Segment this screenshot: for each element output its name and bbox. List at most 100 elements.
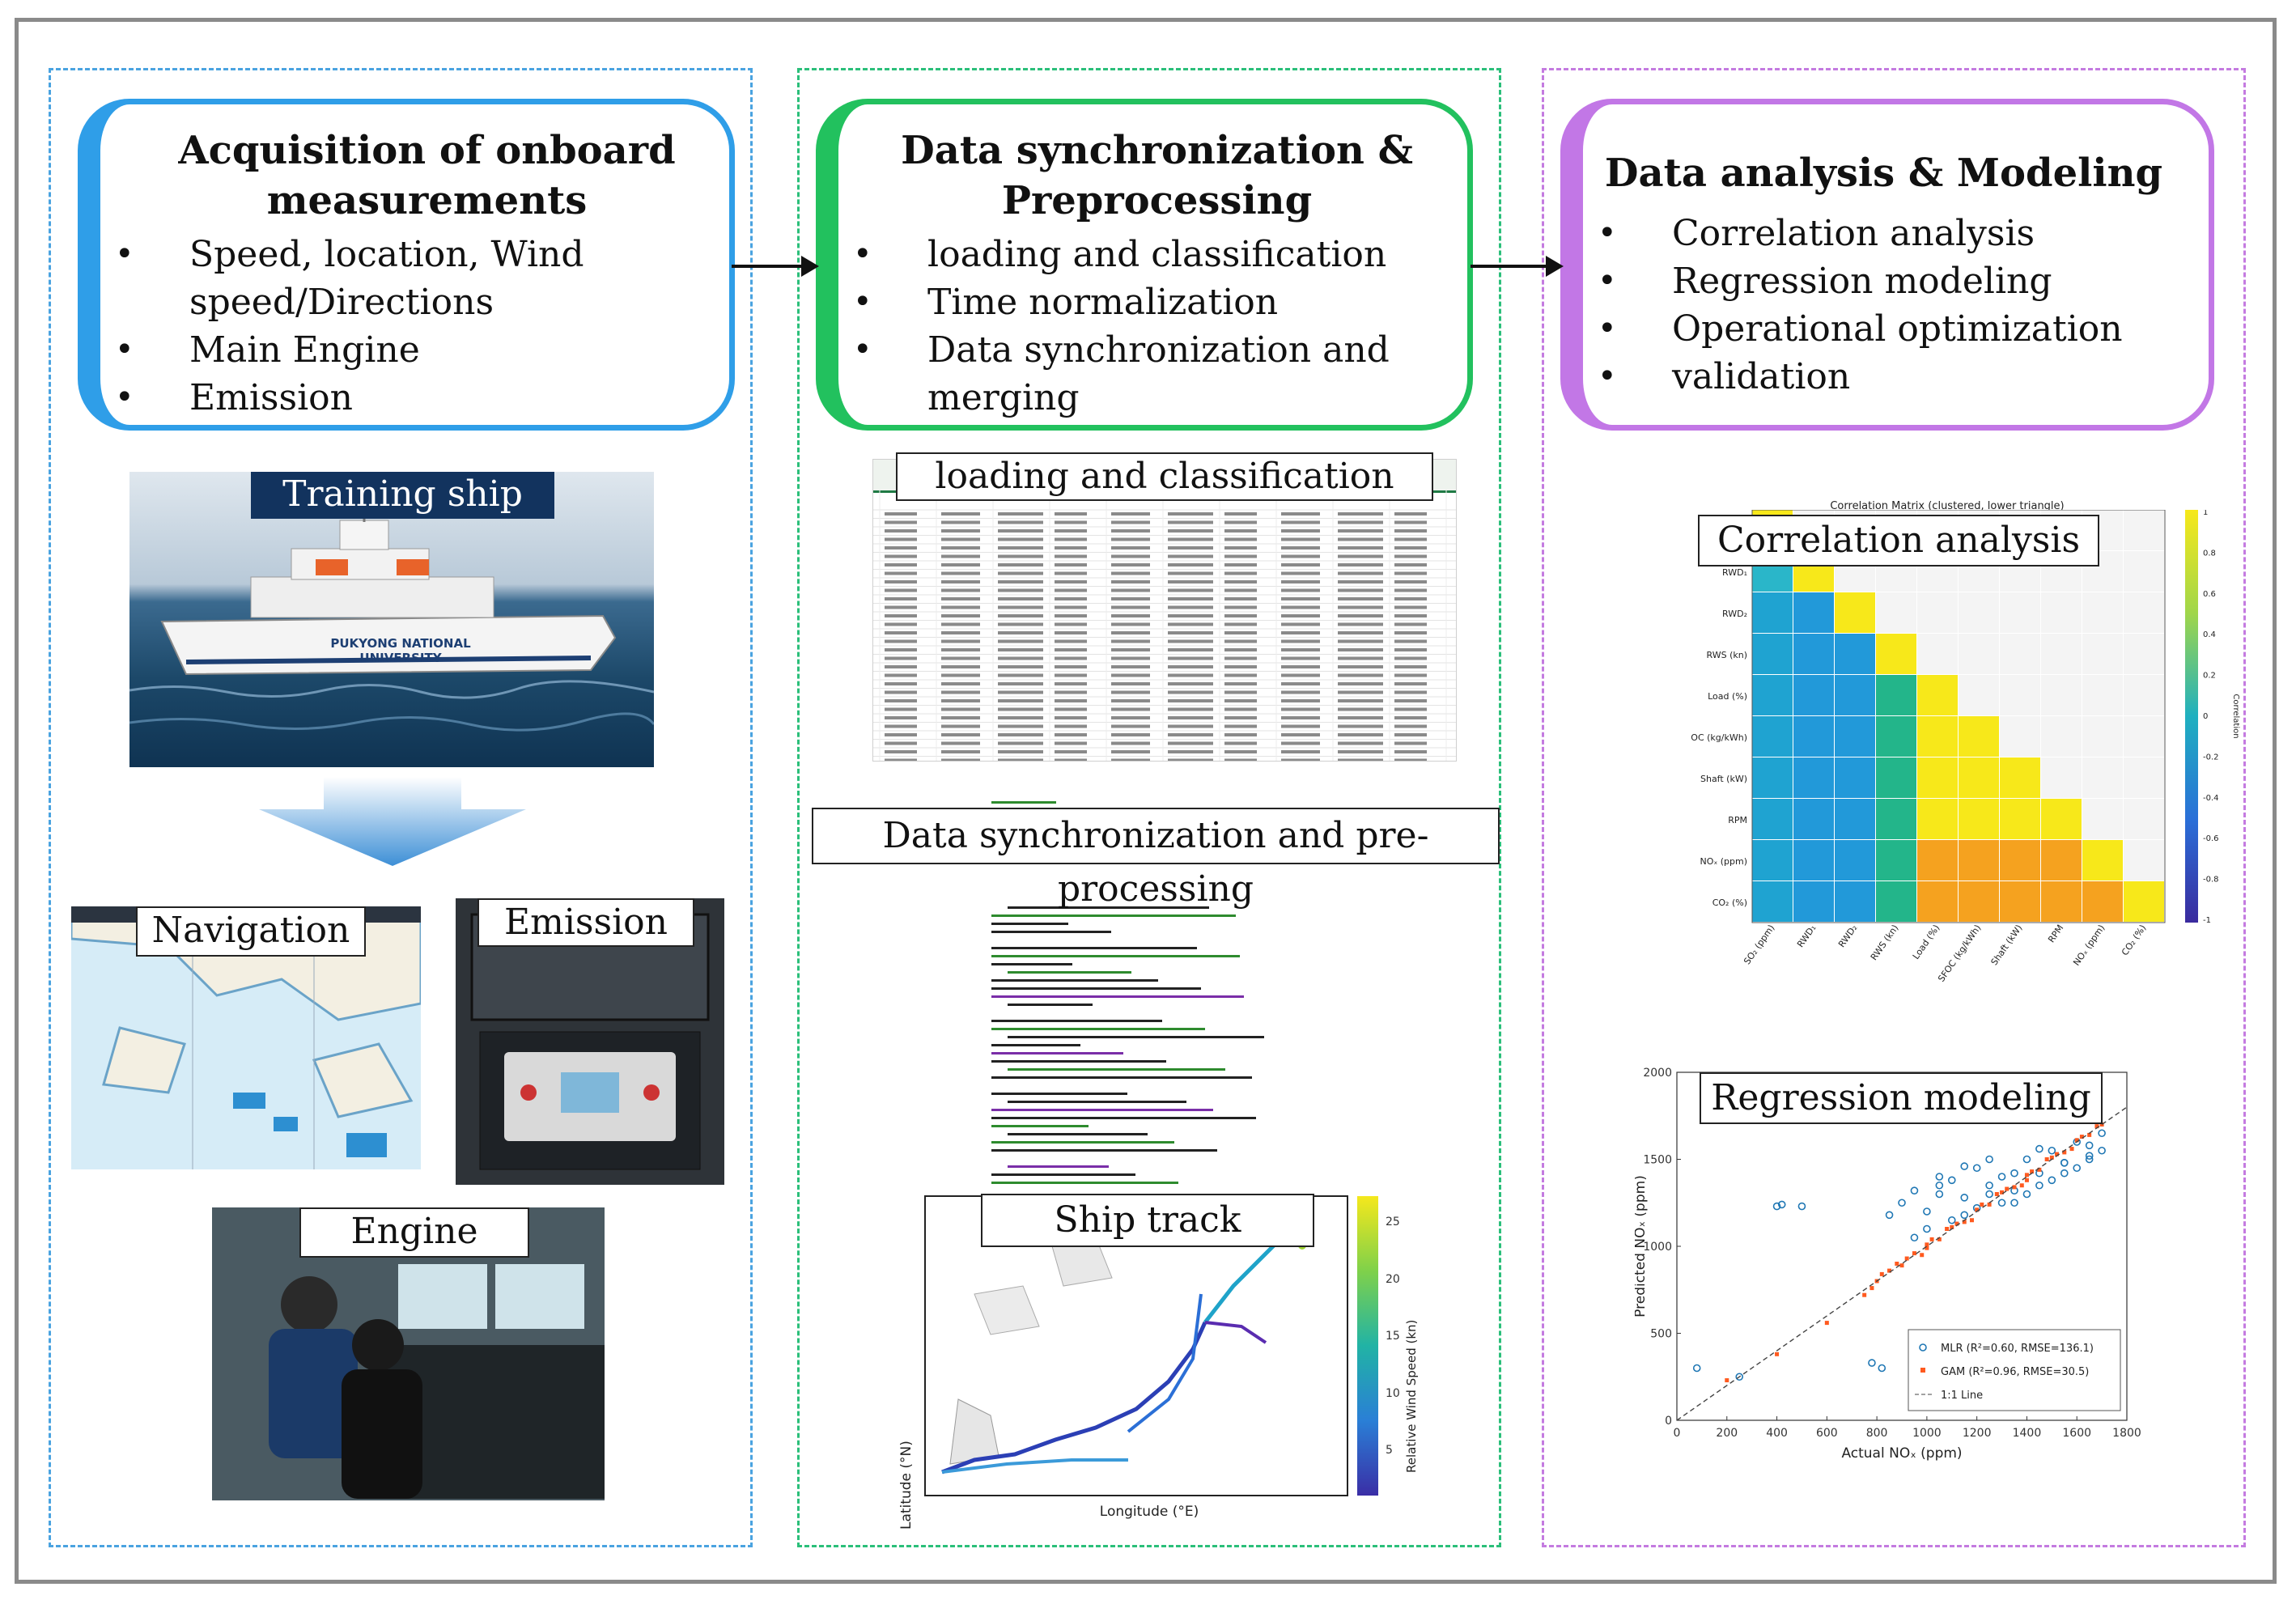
y-tick-label: 1500	[1643, 1154, 1672, 1167]
ship-track-xlabel: Longitude (°E)	[1099, 1504, 1199, 1520]
x-tick-label: 0	[1674, 1427, 1681, 1440]
heatmap-col-label: RWD₂	[1836, 923, 1859, 949]
mlr-point	[1997, 1199, 2006, 1207]
mlr-point	[1910, 1233, 1919, 1242]
heatmap-empty-cell	[2041, 716, 2082, 757]
gam-point	[1962, 1220, 1967, 1224]
gam-point	[2087, 1132, 2092, 1137]
heatmap-col-label: Shaft (kW)	[1989, 923, 2025, 967]
heatmap-empty-cell	[2041, 634, 2082, 674]
column-analysis	[1542, 68, 2246, 1547]
gam-point	[1887, 1268, 1892, 1273]
gam-point	[1862, 1292, 1867, 1297]
gam-point	[2062, 1150, 2067, 1155]
heatmap-cell	[2124, 881, 2164, 922]
label-loading: loading and classification	[896, 452, 1433, 501]
stage-title: Data analysis & Modeling	[1604, 151, 2163, 196]
x-tick-label: 600	[1816, 1427, 1838, 1440]
stage-list: Speed, location, Wind speed/Directions M…	[100, 231, 729, 422]
heatmap-cell	[1959, 840, 1999, 881]
mlr-point	[1935, 1190, 1944, 1199]
colorbar-tick: 25	[1386, 1216, 1400, 1228]
heatmap-empty-cell	[2124, 840, 2164, 881]
heatmap-empty-cell	[2082, 716, 2123, 757]
gam-point	[1775, 1352, 1780, 1356]
gam-point	[1994, 1192, 1999, 1196]
heatmap-cell	[1752, 634, 1793, 674]
heatmap-col-label: CO₂ (%)	[2120, 923, 2148, 957]
mlr-point	[2060, 1159, 2069, 1167]
heatmap-col-label: RWS (kn)	[1869, 923, 1901, 962]
gam-point	[1945, 1227, 1950, 1231]
mlr-point	[1692, 1364, 1701, 1373]
heatmap-cell	[2082, 881, 2123, 922]
mlr-point	[1885, 1211, 1894, 1220]
heatmap-empty-cell	[2124, 675, 2164, 715]
gam-point	[1950, 1224, 1954, 1229]
heatmap-cell	[2041, 799, 2082, 839]
heatmap-empty-cell	[2000, 592, 2040, 633]
gam-point	[2055, 1152, 2060, 1156]
mlr-point	[2073, 1164, 2082, 1173]
heatmap-cell	[1835, 592, 1875, 633]
gam-point	[1879, 1271, 1884, 1276]
gam-point	[1937, 1237, 1942, 1241]
heatmap-cell	[1835, 716, 1875, 757]
legend-marker-gam	[1920, 1368, 1925, 1373]
y-tick-label: 500	[1650, 1328, 1672, 1341]
mlr-point	[1947, 1216, 1956, 1224]
heatmap-empty-cell	[2124, 510, 2164, 550]
heatmap-col-label: SO₂ (ppm)	[1742, 923, 1776, 966]
heatmap-row-label: SFOC (kg/kWh)	[1691, 732, 1747, 743]
x-axis-label: Actual NOₓ (ppm)	[1841, 1445, 1962, 1462]
heatmap-empty-cell	[2041, 757, 2082, 798]
heatmap-empty-cell	[2124, 592, 2164, 633]
heatmap-cell	[1835, 881, 1875, 922]
heatmap-cell	[1793, 634, 1834, 674]
mlr-point	[2035, 1144, 2043, 1153]
mlr-point	[1960, 1194, 1969, 1202]
heatmap-cell	[1835, 840, 1875, 881]
label-engine: Engine	[299, 1207, 529, 1258]
label-emission: Emission	[477, 898, 694, 947]
gam-point	[1904, 1256, 1909, 1261]
heatmap-cell	[1917, 675, 1958, 715]
heatmap-cell	[1876, 634, 1916, 674]
stage-list: Correlation analysis Regression modeling…	[1583, 210, 2209, 401]
mlr-point	[1985, 1190, 1993, 1199]
mlr-point	[1947, 1176, 1956, 1185]
heatmap-frame	[1751, 510, 2166, 923]
list-item: Operational optimization	[1598, 305, 2209, 353]
label-navigation: Navigation	[136, 906, 366, 957]
gam-point	[2037, 1167, 2042, 1172]
gam-point	[1895, 1262, 1899, 1266]
gam-point	[2074, 1138, 2079, 1143]
heatmap-col-label: RWD₁	[1795, 923, 1818, 949]
corr-colorbar-label: Correlation	[2231, 694, 2240, 738]
heatmap-cell	[1835, 757, 1875, 798]
spreadsheet-grid	[873, 490, 1456, 761]
heatmap-cell	[2041, 881, 2082, 922]
heatmap-cell	[1752, 716, 1793, 757]
heatmap-empty-cell	[2041, 592, 2082, 633]
ship-track-colorbar-label: Relative Wind Speed (kn)	[1404, 1319, 1419, 1473]
column-preprocessing	[797, 68, 1501, 1547]
heatmap-cell	[2000, 840, 2040, 881]
mlr-point	[2098, 1129, 2106, 1138]
heatmap-empty-cell	[1876, 592, 1916, 633]
gam-point	[2024, 1173, 2029, 1178]
heatmap-empty-cell	[1917, 592, 1958, 633]
heatmap-cell	[1793, 675, 1834, 715]
heatmap-row-label: Load (%)	[1708, 691, 1747, 702]
heatmap-empty-cell	[2000, 675, 2040, 715]
flow-arrow	[1471, 256, 1564, 277]
stage-analysis: Data analysis & Modeling Correlation ana…	[1560, 99, 2214, 431]
mlr-point	[1960, 1211, 1969, 1220]
gam-point	[2069, 1147, 2074, 1152]
x-tick-label: 1000	[1912, 1427, 1942, 1440]
heatmap-row-label: RWS (kn)	[1707, 650, 1747, 660]
heatmap-col-label: Load (%)	[1911, 923, 1942, 961]
gam-point	[1912, 1251, 1916, 1256]
